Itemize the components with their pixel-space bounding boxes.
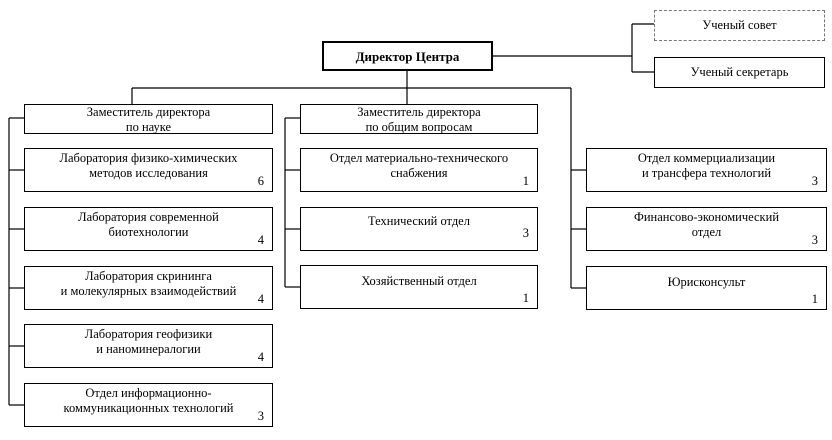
- deputy-general-line2: по общим вопросам: [365, 120, 473, 134]
- unit-line1: Отдел коммерциализации: [637, 151, 776, 165]
- unit-line2: отдел: [691, 225, 722, 239]
- unit-box-screening-lab[interactable]: Лаборатория скрининга и молекулярных вза…: [24, 266, 273, 310]
- director-label: Директор Центра: [355, 49, 460, 64]
- unit-line1: Отдел информационно-: [85, 386, 212, 400]
- unit-line2: и наноминералогии: [96, 342, 201, 356]
- unit-line1: Лаборатория физико-химических: [59, 151, 238, 165]
- unit-box-ict-dept[interactable]: Отдел информационно- коммуникационных те…: [24, 383, 273, 427]
- unit-line2: биотехнологии: [108, 225, 189, 239]
- unit-line1: Отдел материально-технического: [329, 151, 509, 165]
- staff-count: 4: [257, 350, 264, 364]
- unit-line1: Финансово-экономический: [633, 210, 780, 224]
- staff-count: 1: [811, 292, 818, 306]
- unit-box-supply-dept[interactable]: Отдел материально-технического снабжения…: [300, 148, 538, 192]
- staff-count: 1: [522, 291, 529, 305]
- unit-box-technical-dept[interactable]: Технический отдел 3: [300, 207, 538, 251]
- unit-line2: коммуникационных технологий: [63, 401, 234, 415]
- staff-count: 3: [257, 409, 264, 423]
- staff-count: 4: [257, 292, 264, 306]
- director-box[interactable]: Директор Центра: [322, 41, 493, 71]
- unit-line2: методов исследования: [89, 166, 208, 180]
- staff-count: 3: [811, 233, 818, 247]
- academic-council-box[interactable]: Ученый совет: [654, 10, 825, 41]
- unit-line2: и трансфера технологий: [641, 166, 772, 180]
- unit-line1: Хозяйственный отдел: [361, 274, 477, 288]
- staff-count: 1: [522, 174, 529, 188]
- unit-box-geophysics-lab[interactable]: Лаборатория геофизики и наноминералогии …: [24, 324, 273, 368]
- unit-line1: Юрисконсульт: [667, 275, 746, 289]
- unit-line1: Лаборатория современной: [78, 210, 219, 224]
- unit-box-household-dept[interactable]: Хозяйственный отдел 1: [300, 265, 538, 309]
- unit-box-legal-counsel[interactable]: Юрисконсульт 1: [586, 266, 827, 310]
- staff-count: 3: [811, 174, 818, 188]
- deputy-general-box[interactable]: Заместитель директора по общим вопросам: [300, 104, 538, 134]
- unit-line2: и молекулярных взаимодействий: [60, 284, 237, 298]
- academic-council-label: Ученый совет: [702, 18, 777, 32]
- unit-line1: Лаборатория скрининга: [85, 269, 212, 283]
- unit-box-physchem-lab[interactable]: Лаборатория физико-химических методов ис…: [24, 148, 273, 192]
- staff-count: 6: [257, 174, 264, 188]
- academic-secretary-label: Ученый секретарь: [690, 65, 789, 79]
- unit-box-biotech-lab[interactable]: Лаборатория современной биотехнологии 4: [24, 207, 273, 251]
- unit-line1: Лаборатория геофизики: [84, 327, 213, 341]
- unit-line2: снабжения: [390, 166, 448, 180]
- deputy-science-line2: по науке: [125, 120, 172, 134]
- unit-box-commercialization-dept[interactable]: Отдел коммерциализации и трансфера техно…: [586, 148, 827, 192]
- unit-box-finance-dept[interactable]: Финансово-экономический отдел 3: [586, 207, 827, 251]
- deputy-general-line1: Заместитель директора: [357, 105, 481, 119]
- staff-count: 3: [522, 226, 529, 240]
- deputy-science-box[interactable]: Заместитель директора по науке: [24, 104, 273, 134]
- academic-secretary-box[interactable]: Ученый секретарь: [654, 57, 825, 88]
- unit-line1: Технический отдел: [368, 214, 470, 228]
- deputy-science-line1: Заместитель директора: [86, 105, 211, 119]
- staff-count: 4: [257, 233, 264, 247]
